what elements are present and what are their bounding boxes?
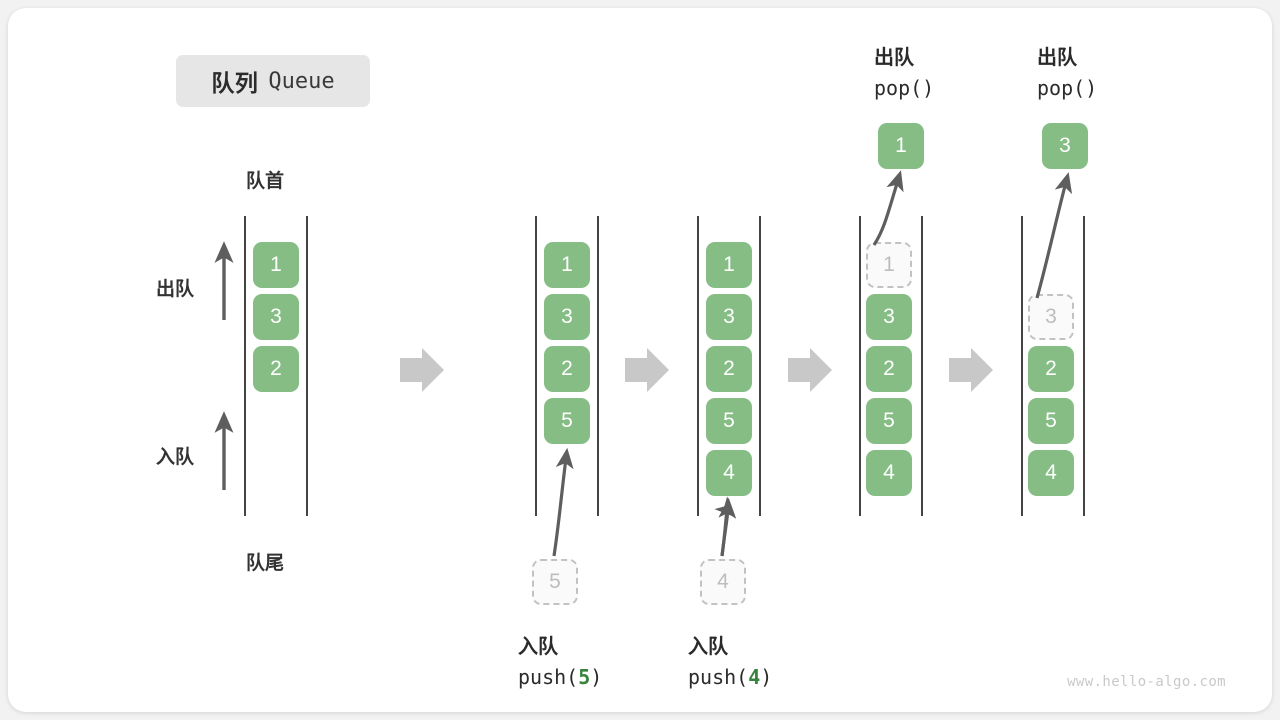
label-enqueue: 入队 <box>156 447 195 468</box>
arrows-overlay <box>214 170 1073 557</box>
push-suffix: ) <box>760 665 773 689</box>
column-rail-left-3 <box>697 216 699 516</box>
step-arrow-4 <box>949 348 993 392</box>
queue-item: 1 <box>706 242 752 288</box>
pending-push-item: 5 <box>532 559 578 605</box>
queue-item: 2 <box>1028 346 1074 392</box>
diagram-card: 队列 Queue 队首 队尾 出队 入队 1 3 2 1 3 2 5 5 入队 … <box>8 8 1272 712</box>
title-cn: 队列 <box>211 70 259 96</box>
label-dequeue: 出队 <box>156 279 195 300</box>
queue-item: 3 <box>544 294 590 340</box>
queue-item: 5 <box>1028 398 1074 444</box>
queue-item: 2 <box>253 346 299 392</box>
caption-push-call-3: push(4) <box>688 665 772 689</box>
push-value: 4 <box>748 665 761 689</box>
queue-item: 1 <box>544 242 590 288</box>
caption-pop-call-5: pop() <box>1037 76 1098 100</box>
column-rail-right-2 <box>597 216 599 516</box>
column-rail-right-3 <box>759 216 761 516</box>
column-rail-left-4 <box>859 216 861 516</box>
push-5-arrow <box>552 447 574 557</box>
queue-item-new: 5 <box>544 398 590 444</box>
queue-item: 2 <box>866 346 912 392</box>
step-arrow-1 <box>400 348 444 392</box>
pending-push-item: 4 <box>700 559 746 605</box>
removed-item-ghost: 3 <box>1028 294 1074 340</box>
queue-item: 3 <box>866 294 912 340</box>
caption-enqueue-cn-2: 入队 <box>518 636 558 658</box>
push-4-arrow <box>714 496 737 557</box>
queue-item: 1 <box>253 242 299 288</box>
step-arrow-3 <box>788 348 832 392</box>
popped-item: 1 <box>878 123 924 169</box>
title-en: Queue <box>268 68 335 94</box>
label-queue-head: 队首 <box>246 171 285 192</box>
column-rail-right-1 <box>306 216 308 516</box>
pop-1-arrow <box>872 170 904 246</box>
column-rail-right-4 <box>921 216 923 516</box>
queue-item: 5 <box>706 398 752 444</box>
push-suffix: ) <box>590 665 603 689</box>
caption-dequeue-cn-5: 出队 <box>1037 47 1077 69</box>
pop-3-arrow <box>1035 172 1073 299</box>
queue-item: 5 <box>866 398 912 444</box>
push-value: 5 <box>578 665 591 689</box>
column-rail-left-2 <box>535 216 537 516</box>
diagram-title-chip: 队列 Queue <box>176 55 370 107</box>
caption-dequeue-cn-4: 出队 <box>874 47 914 69</box>
watermark: www.hello-algo.com <box>1067 674 1226 690</box>
caption-pop-call-4: pop() <box>874 76 935 100</box>
column-rail-left-1 <box>244 216 246 516</box>
push-prefix: push( <box>518 665 579 689</box>
queue-item: 3 <box>253 294 299 340</box>
queue-item: 3 <box>706 294 752 340</box>
removed-item-ghost: 1 <box>866 242 912 288</box>
queue-item: 4 <box>1028 450 1074 496</box>
push-prefix: push( <box>688 665 749 689</box>
caption-enqueue-cn-3: 入队 <box>688 636 728 658</box>
queue-item-new: 4 <box>706 450 752 496</box>
queue-item: 4 <box>866 450 912 496</box>
caption-push-call-2: push(5) <box>518 665 602 689</box>
popped-item: 3 <box>1042 123 1088 169</box>
column-rail-left-5 <box>1021 216 1023 516</box>
queue-item: 2 <box>544 346 590 392</box>
label-queue-tail: 队尾 <box>246 553 285 574</box>
step-arrow-2 <box>625 348 669 392</box>
column-rail-right-5 <box>1083 216 1085 516</box>
queue-item: 2 <box>706 346 752 392</box>
